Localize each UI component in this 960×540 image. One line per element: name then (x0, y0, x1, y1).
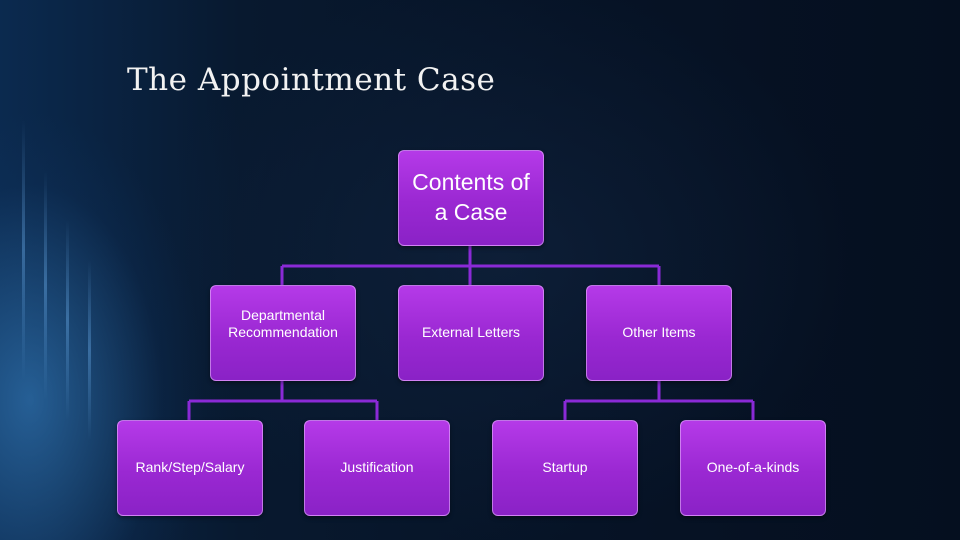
org-node-label: External Letters (421, 324, 521, 341)
org-node-label: Startup (542, 459, 588, 476)
org-node-label: Justification (340, 459, 414, 476)
org-node-departmental-recommendation[interactable]: Departmental Recommendation (210, 285, 356, 381)
background-light-streak (88, 260, 91, 440)
org-node-justification[interactable]: Justification (304, 420, 450, 516)
org-node-label: Rank/Step/Salary (135, 459, 245, 476)
org-node-other-items[interactable]: Other Items (586, 285, 732, 381)
slide-title: The Appointment Case (127, 62, 496, 98)
org-node-contents-of-a-case[interactable]: Contents of a Case (398, 150, 544, 246)
org-node-startup[interactable]: Startup (492, 420, 638, 516)
org-node-label: Departmental Recommendation (228, 306, 338, 341)
org-node-label: Contents of a Case (412, 169, 530, 225)
org-node-label: One-of-a-kinds (706, 459, 800, 476)
org-node-one-of-a-kinds[interactable]: One-of-a-kinds (680, 420, 826, 516)
org-node-label: Other Items (622, 324, 696, 341)
background-light-streak (66, 220, 69, 420)
background-light-streak (22, 120, 25, 380)
org-node-external-letters[interactable]: External Letters (398, 285, 544, 381)
org-node-rank-step-salary[interactable]: Rank/Step/Salary (117, 420, 263, 516)
background-light-streak (44, 170, 47, 400)
